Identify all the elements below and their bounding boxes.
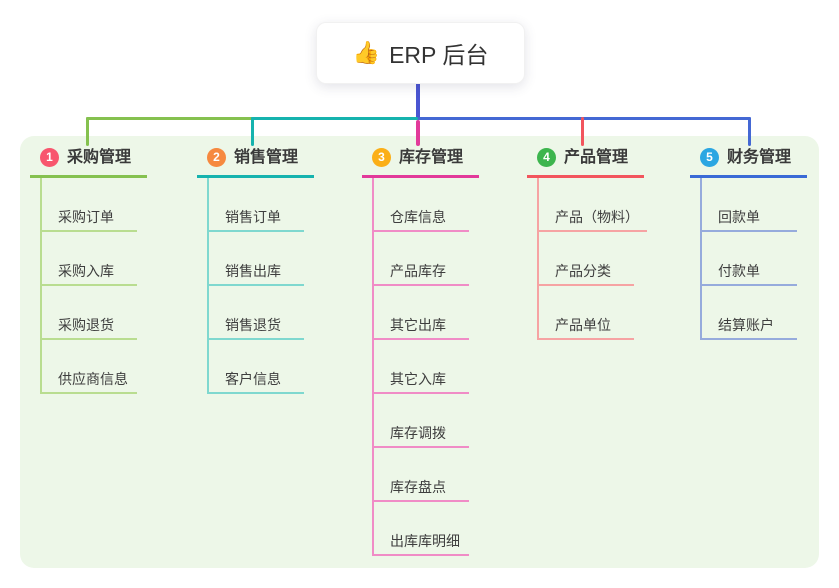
node-label: 仓库信息 (374, 209, 469, 232)
connector-drop-branch-4 (581, 117, 584, 146)
node-label: 产品单位 (539, 317, 634, 340)
branch-children-product: 产品（物料） 产品分类 产品单位 (537, 178, 647, 340)
node-label: 库存调拨 (374, 425, 469, 448)
node-receipt-doc[interactable]: 回款单 (702, 178, 797, 232)
node-other-inbound[interactable]: 其它入库 (374, 340, 469, 394)
node-label: 销售订单 (209, 209, 304, 232)
node-product-stock[interactable]: 产品库存 (374, 232, 469, 286)
branch-label-sales: 销售管理 (234, 149, 299, 166)
node-label: 采购订单 (42, 209, 137, 232)
branches-panel (20, 136, 819, 568)
node-product-unit[interactable]: 产品单位 (539, 286, 647, 340)
node-supplier-info[interactable]: 供应商信息 (42, 340, 137, 394)
branch-label-product: 产品管理 (564, 149, 629, 166)
branch-product: 4 产品管理 产品（物料） 产品分类 产品单位 (527, 148, 647, 340)
node-other-outbound[interactable]: 其它出库 (374, 286, 469, 340)
connector-drop-branch-5 (748, 117, 751, 146)
branch-title-inventory[interactable]: 3 库存管理 (362, 148, 479, 178)
node-purchase-order[interactable]: 采购订单 (42, 178, 137, 232)
node-label: 结算账户 (702, 317, 797, 340)
branch-children-purchase: 采购订单 采购入库 采购退货 供应商信息 (40, 178, 137, 394)
node-sales-outbound[interactable]: 销售出库 (209, 232, 304, 286)
branch-children-finance: 回款单 付款单 结算账户 (700, 178, 797, 340)
connector-horizontal-teal (251, 117, 418, 120)
node-label: 付款单 (702, 263, 797, 286)
node-product-material[interactable]: 产品（物料） (539, 178, 647, 232)
node-label: 出库库明细 (374, 533, 469, 556)
branch-label-purchase: 采购管理 (67, 149, 132, 166)
branch-inventory: 3 库存管理 仓库信息 产品库存 其它出库 其它入库 库存调拨 库存盘点 出库库… (362, 148, 479, 556)
branch-title-sales[interactable]: 2 销售管理 (197, 148, 314, 178)
node-outbound-detail[interactable]: 出库库明细 (374, 502, 469, 556)
branch-children-inventory: 仓库信息 产品库存 其它出库 其它入库 库存调拨 库存盘点 出库库明细 (372, 178, 469, 556)
node-payment-doc[interactable]: 付款单 (702, 232, 797, 286)
node-label: 产品分类 (539, 263, 634, 286)
badge-3: 3 (372, 148, 391, 167)
node-label: 产品（物料） (539, 209, 647, 232)
connector-drop-branch-1 (86, 117, 89, 146)
node-customer-info[interactable]: 客户信息 (209, 340, 304, 394)
node-sales-order[interactable]: 销售订单 (209, 178, 304, 232)
branch-title-product[interactable]: 4 产品管理 (527, 148, 644, 178)
node-label: 客户信息 (209, 371, 304, 394)
branch-sales: 2 销售管理 销售订单 销售出库 销售退货 客户信息 (197, 148, 314, 394)
node-warehouse-info[interactable]: 仓库信息 (374, 178, 469, 232)
node-label: 产品库存 (374, 263, 469, 286)
root-label: ERP 后台 (389, 42, 489, 68)
connector-horizontal-blue (418, 117, 751, 120)
node-product-category[interactable]: 产品分类 (539, 232, 647, 286)
badge-5: 5 (700, 148, 719, 167)
branch-title-finance[interactable]: 5 财务管理 (690, 148, 807, 178)
connector-drop-branch-3 (416, 120, 420, 146)
connector-horizontal-green (86, 117, 253, 120)
node-purchase-inbound[interactable]: 采购入库 (42, 232, 137, 286)
node-sales-return[interactable]: 销售退货 (209, 286, 304, 340)
badge-2: 2 (207, 148, 226, 167)
node-stock-count[interactable]: 库存盘点 (374, 448, 469, 502)
node-label: 销售退货 (209, 317, 304, 340)
connector-root-stem (416, 82, 420, 120)
branch-children-sales: 销售订单 销售出库 销售退货 客户信息 (207, 178, 304, 394)
node-settlement-account[interactable]: 结算账户 (702, 286, 797, 340)
node-purchase-return[interactable]: 采购退货 (42, 286, 137, 340)
branch-title-purchase[interactable]: 1 采购管理 (30, 148, 147, 178)
node-label: 其它入库 (374, 371, 469, 394)
badge-4: 4 (537, 148, 556, 167)
badge-1: 1 (40, 148, 59, 167)
node-label: 回款单 (702, 209, 797, 232)
node-label: 销售出库 (209, 263, 304, 286)
node-label: 供应商信息 (42, 371, 137, 394)
root-node[interactable]: 👍 ERP 后台 (316, 22, 525, 84)
thumbs-up-icon: 👍 (352, 40, 381, 65)
connector-drop-branch-2 (251, 117, 254, 146)
node-label: 采购退货 (42, 317, 137, 340)
node-label: 库存盘点 (374, 479, 469, 502)
branch-purchase: 1 采购管理 采购订单 采购入库 采购退货 供应商信息 (30, 148, 147, 394)
branch-label-finance: 财务管理 (727, 149, 792, 166)
branch-label-inventory: 库存管理 (399, 149, 464, 166)
branch-finance: 5 财务管理 回款单 付款单 结算账户 (690, 148, 807, 340)
node-label: 其它出库 (374, 317, 469, 340)
node-stock-transfer[interactable]: 库存调拨 (374, 394, 469, 448)
node-label: 采购入库 (42, 263, 137, 286)
